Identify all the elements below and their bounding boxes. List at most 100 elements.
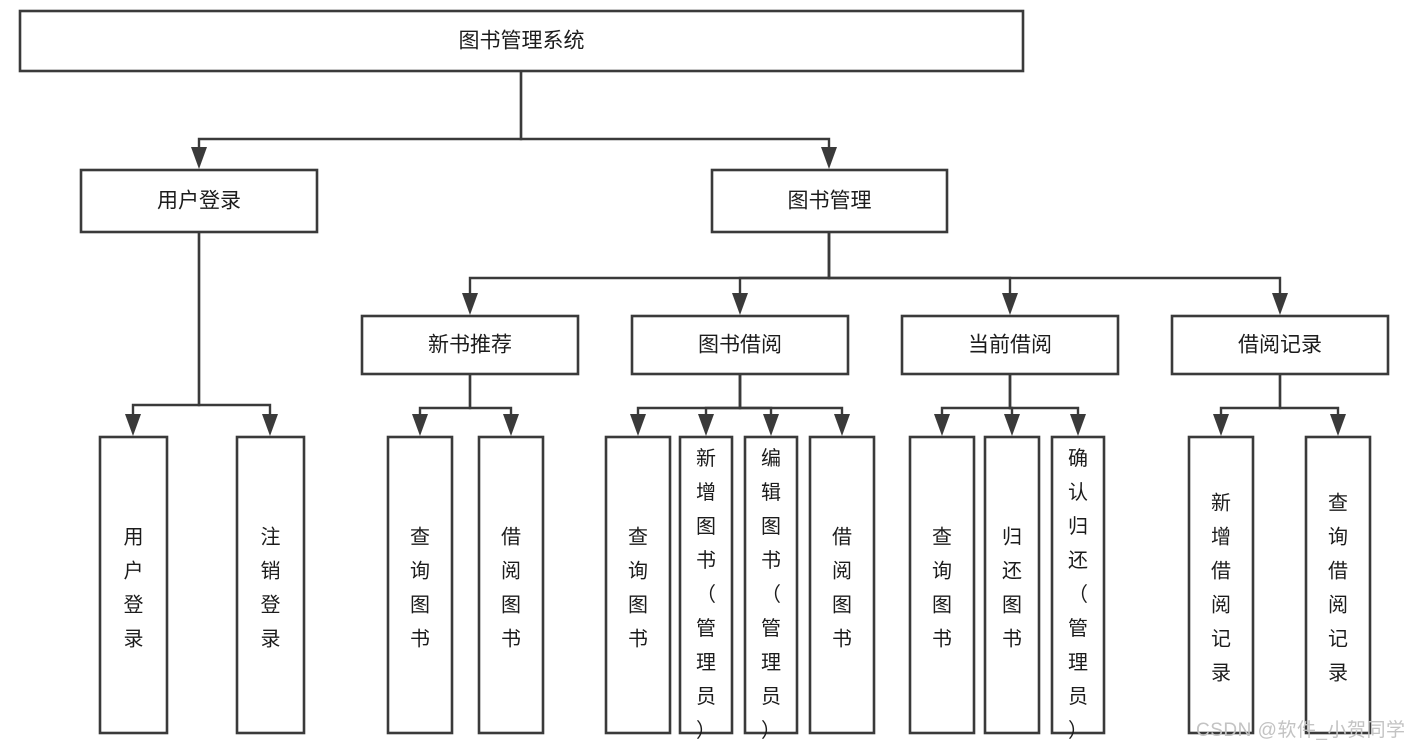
node-leaf-3-label-char: 借 — [501, 526, 521, 549]
node-level3-2[interactable]: 当前借阅 — [900, 314, 1120, 376]
node-leaf-2-box[interactable] — [386, 435, 454, 735]
node-leaf-12-label-char: 借 — [1328, 560, 1348, 583]
node-leaf-9-box[interactable] — [983, 435, 1041, 735]
node-leaf-12-label-char: 查 — [1328, 492, 1348, 515]
node-leaf-11-label-char: 记 — [1211, 628, 1231, 651]
node-leaf-0-label-char: 用 — [124, 527, 144, 549]
connector-arrow — [934, 374, 1012, 436]
node-leaf-9-label-char: 书 — [1002, 628, 1022, 651]
node-leaf-12-box[interactable] — [1304, 435, 1372, 735]
node-leaf-5-label-char: ） — [696, 719, 716, 742]
connector-arrow — [412, 374, 472, 436]
node-level3-1-box[interactable] — [630, 314, 850, 376]
csdn-watermark: CSDN @软件_小贺同学 — [1196, 720, 1405, 741]
node-leaf-10-label-char: 还 — [1068, 549, 1088, 572]
node-level3-1[interactable]: 图书借阅 — [630, 314, 850, 376]
node-leaf-12-label-char: 录 — [1328, 663, 1348, 685]
node-leaf-7-label-char: 图 — [832, 595, 852, 617]
node-leaf-8-box[interactable] — [908, 435, 976, 735]
connector-arrow — [630, 374, 742, 436]
node-leaf-6-box[interactable] — [743, 435, 799, 735]
node-root-label: 图书管理系统 — [459, 30, 585, 53]
node-leaf-0-label-char: 登 — [124, 594, 144, 617]
node-leaf-7-box[interactable] — [808, 435, 876, 735]
node-root[interactable]: 图书管理系统 — [18, 9, 1025, 73]
node-leaf-1-label-char: 注 — [261, 526, 281, 549]
node-leaf-10-label-char: 管 — [1068, 617, 1088, 640]
node-level2-1-label: 图书管理 — [788, 190, 872, 213]
node-leaf-11-box[interactable] — [1187, 435, 1255, 735]
node-leaf-11-label-char: 增 — [1211, 526, 1231, 549]
node-leaf-2-label-char: 书 — [410, 628, 430, 651]
node-root-box[interactable] — [18, 9, 1025, 73]
node-leaf-4-box[interactable] — [604, 435, 672, 735]
node-leaf-12-label-char: 阅 — [1328, 594, 1348, 617]
node-leaf-5-box[interactable] — [678, 435, 734, 735]
node-level3-3-label: 借阅记录 — [1238, 334, 1322, 357]
node-leaf-8-label-char: 查 — [932, 526, 952, 549]
node-leaf-5-label-char: 理 — [696, 652, 716, 674]
node-leaf-8-label-char: 图 — [932, 595, 952, 617]
node-leaf-6-label-char: 书 — [761, 549, 781, 572]
node-leaf-10-label-char: 确 — [1068, 447, 1088, 470]
connector-arrow — [732, 232, 831, 315]
node-level3-0-box[interactable] — [360, 314, 580, 376]
node-leaf-4-label-char: 查 — [628, 526, 648, 549]
node-leaf-9-label-char: 归 — [1002, 526, 1022, 549]
node-level2-1-box[interactable] — [710, 168, 949, 234]
connector-layer — [125, 71, 1346, 436]
node-leaf-0-box[interactable] — [98, 435, 169, 735]
node-leaf-3-label-char: 图 — [501, 595, 521, 617]
node-leaf-0[interactable]: 用户登录 — [98, 435, 169, 735]
node-leaf-3-label-char: 阅 — [501, 560, 521, 583]
node-leaf-10-box[interactable] — [1050, 435, 1106, 735]
node-level3-3-box[interactable] — [1170, 314, 1390, 376]
node-leaf-6-label-char: 理 — [761, 652, 781, 674]
node-leaf-2-label-char: 询 — [410, 560, 430, 583]
node-leaf-1-label-char: 登 — [261, 594, 281, 617]
node-level2-0-box[interactable] — [79, 168, 319, 234]
node-level3-2-box[interactable] — [900, 314, 1120, 376]
node-level2-0[interactable]: 用户登录 — [79, 168, 319, 234]
node-leaf-5-label-char: 图 — [696, 516, 716, 538]
node-leaf-6-label-char: 图 — [761, 516, 781, 538]
node-leaf-5-label-char: 增 — [696, 481, 716, 504]
node-leaf-3-label-char: 书 — [501, 628, 521, 651]
node-level2-0-label: 用户登录 — [157, 190, 241, 213]
connector-arrow — [698, 374, 742, 436]
node-leaf-6-label-char: 辑 — [761, 481, 781, 504]
node-leaf-9-label-char: 图 — [1002, 595, 1022, 617]
node-leaf-4-label-char: 询 — [628, 560, 648, 583]
node-level3-3[interactable]: 借阅记录 — [1170, 314, 1390, 376]
connector-arrow — [468, 374, 519, 436]
node-leaf-12-label-char: 询 — [1328, 526, 1348, 549]
connector-arrow — [827, 232, 1288, 315]
node-leaf-12-label-char: 记 — [1328, 628, 1348, 651]
node-leaf-1-box[interactable] — [235, 435, 306, 735]
node-leaf-6-label-char: 员 — [761, 686, 781, 708]
node-level3-0[interactable]: 新书推荐 — [360, 314, 580, 376]
node-level2-1[interactable]: 图书管理 — [710, 168, 949, 234]
node-leaf-7-label-char: 书 — [832, 628, 852, 651]
node-leaf-6-label-char: （ — [761, 583, 781, 606]
node-level3-0-label: 新书推荐 — [428, 334, 512, 357]
node-leaf-8-label-char: 询 — [932, 560, 952, 583]
connector-arrow — [827, 232, 1018, 315]
node-leaf-10-label-char: 认 — [1068, 481, 1088, 504]
node-leaf-5-label-char: 员 — [696, 686, 716, 708]
node-leaf-3-box[interactable] — [477, 435, 545, 735]
connector-arrow — [738, 374, 779, 436]
